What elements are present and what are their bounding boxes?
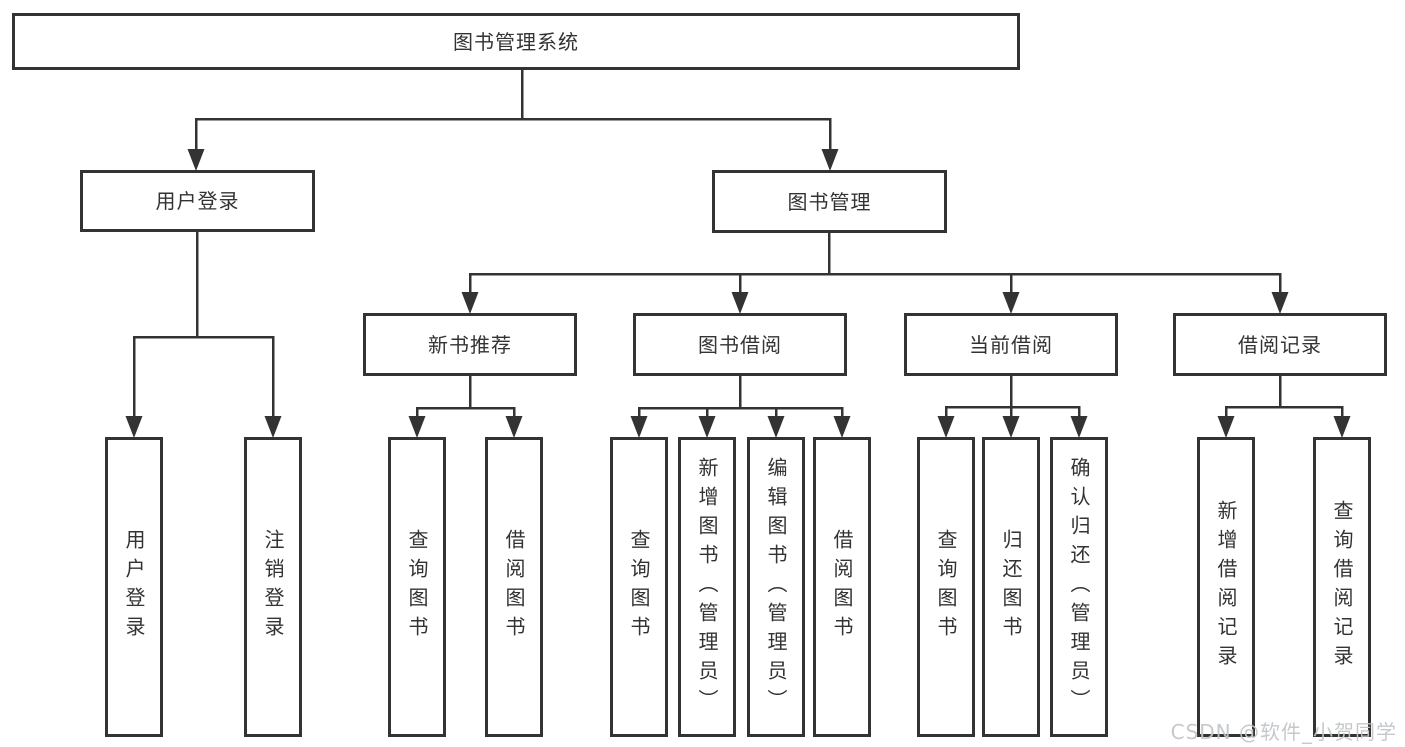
leaf-borrow-books: 借阅图书 xyxy=(813,437,871,737)
watermark-text: CSDN @软件_小贺同学 xyxy=(1170,720,1397,744)
leaf-current-query-books: 查询图书 xyxy=(917,437,975,737)
leaf-add-books-admin: 新增图书（管理员） xyxy=(678,437,736,737)
leaf-recommend-query-books: 查询图书 xyxy=(388,437,446,737)
node-current-borrow-label: 当前借阅 xyxy=(969,332,1053,357)
node-borrow-records-label: 借阅记录 xyxy=(1238,332,1322,357)
leaf-add-borrow-record: 新增借阅记录 xyxy=(1197,437,1255,737)
node-user-login: 用户登录 xyxy=(80,170,315,232)
leaf-user-login: 用户登录 xyxy=(105,437,163,737)
leaf-borrow-query-books-label: 查询图书 xyxy=(627,529,651,645)
leaf-query-borrow-record-label: 查询借阅记录 xyxy=(1330,500,1354,674)
leaf-recommend-borrow-books-label: 借阅图书 xyxy=(502,529,526,645)
leaf-add-books-admin-label: 新增图书（管理员） xyxy=(695,456,719,718)
arrowheads xyxy=(125,149,1351,438)
leaf-current-query-books-label: 查询图书 xyxy=(934,529,958,645)
node-user-login-label: 用户登录 xyxy=(155,189,240,213)
node-book-borrow: 图书借阅 xyxy=(633,313,847,376)
leaf-confirm-return-admin-label: 确认归还（管理员） xyxy=(1067,456,1091,718)
leaf-logout-login: 注销登录 xyxy=(244,437,302,737)
leaf-return-books: 归还图书 xyxy=(982,437,1040,737)
leaf-recommend-query-books-label: 查询图书 xyxy=(405,529,429,645)
leaf-query-borrow-record: 查询借阅记录 xyxy=(1313,437,1371,737)
node-library-system-label: 图书管理系统 xyxy=(453,29,579,54)
leaf-confirm-return-admin: 确认归还（管理员） xyxy=(1050,437,1108,737)
node-library-system: 图书管理系统 xyxy=(12,13,1020,70)
leaf-edit-books-admin-label: 编辑图书（管理员） xyxy=(764,456,788,718)
leaf-recommend-borrow-books: 借阅图书 xyxy=(485,437,543,737)
leaf-return-books-label: 归还图书 xyxy=(999,529,1023,645)
node-borrow-records: 借阅记录 xyxy=(1173,313,1387,376)
leaf-borrow-query-books: 查询图书 xyxy=(610,437,668,737)
leaf-user-login-label: 用户登录 xyxy=(122,529,146,645)
node-new-book-recommend: 新书推荐 xyxy=(363,313,577,376)
leaf-borrow-books-label: 借阅图书 xyxy=(830,529,854,645)
leaf-add-borrow-record-label: 新增借阅记录 xyxy=(1214,500,1238,674)
leaf-logout-login-label: 注销登录 xyxy=(261,529,285,645)
node-book-management-label: 图书管理 xyxy=(787,189,872,214)
node-book-management: 图书管理 xyxy=(712,170,947,233)
leaf-edit-books-admin: 编辑图书（管理员） xyxy=(747,437,805,737)
node-book-borrow-label: 图书借阅 xyxy=(698,332,782,357)
node-new-book-recommend-label: 新书推荐 xyxy=(428,332,512,357)
node-current-borrow: 当前借阅 xyxy=(904,313,1118,376)
